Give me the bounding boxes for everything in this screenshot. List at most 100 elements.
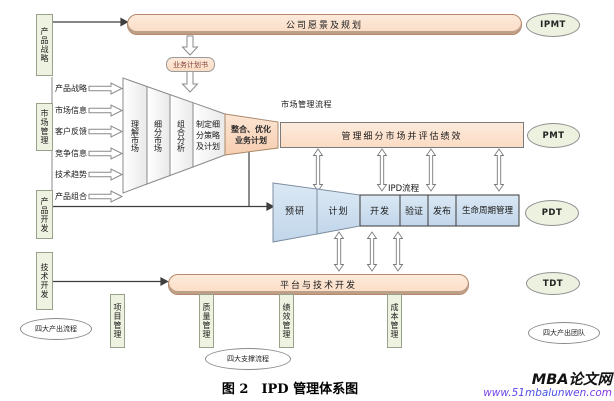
platform-tech-box: 平台与技术开发 <box>168 274 469 295</box>
double-arrow <box>493 148 505 192</box>
group-label: 四大产出流程 <box>35 325 77 333</box>
double-arrows-top <box>312 148 505 192</box>
market-funnel-stage-4: 制定细分策略及计划 <box>195 103 221 167</box>
stage-label: 预研 <box>284 206 305 217</box>
caption-text: 图 2 IPD 管理体系图 <box>221 382 359 397</box>
team-oval-pdt: PDT <box>525 200 579 226</box>
label-text: IPD流程 <box>388 184 420 194</box>
market-input: 市场信息 <box>55 106 87 116</box>
stage-label: 开发 <box>369 206 390 217</box>
team-oval-ipmt: IPMT <box>526 13 580 37</box>
input-arrow <box>88 82 124 95</box>
market-input: 产品战略 <box>55 84 87 94</box>
connector-lines <box>51 17 275 287</box>
market-funnel <box>122 77 279 194</box>
market-input: 客户反馈 <box>55 127 87 137</box>
input-arrow <box>88 190 124 203</box>
market-funnel-stage-5: 整合、优化业务计划 <box>230 114 272 155</box>
watermark-url-text[interactable]: www.51mbalunwen.com <box>483 387 612 399</box>
support-label: 项目管理 <box>113 303 122 339</box>
market-process-flow-label: 市场管理流程 <box>281 99 332 110</box>
support-label: 绩效管理 <box>282 303 291 339</box>
market-funnel-stage-2: 细分市场 <box>152 87 164 184</box>
ipd-stage-lifecycle: 生命周期管理 <box>456 203 519 217</box>
support-performance-mgmt: 绩效管理 <box>279 294 294 348</box>
stage-label: 理解市场 <box>130 119 140 152</box>
vision-box-label: 公司愿景及规划 <box>285 21 363 31</box>
stage-label: 整合、优化业务计划 <box>231 124 271 145</box>
market-input: 技术趋势 <box>55 170 87 180</box>
left-process-market-mgmt: 市场管理 <box>36 103 53 151</box>
arrowhead <box>160 276 169 287</box>
stage-label: 计划 <box>328 206 349 217</box>
ipd-stage-preresearch: 预研 <box>273 203 317 217</box>
left-process-label: 产品战略 <box>40 27 49 63</box>
market-input-label: 技术趋势 <box>55 170 87 179</box>
group-label: 四大支撑流程 <box>227 355 269 363</box>
stage-release-shape <box>427 194 457 227</box>
input-arrow <box>88 125 124 138</box>
arrowhead <box>266 201 275 212</box>
team-oval-pmt: PMT <box>527 123 580 148</box>
manage-segments-box: 管理细分市场并评估绩效 <box>280 122 524 148</box>
group-oval-product-teams: 四大产出团队 <box>528 322 600 344</box>
left-process-product-dev: 产品开发 <box>36 190 53 239</box>
stage-label: 组合分析 <box>176 119 186 152</box>
team-label: TDT <box>542 278 564 289</box>
figure-caption: 图 2 IPD 管理体系图 <box>150 378 430 397</box>
market-funnel-stage-1: 理解市场 <box>129 78 141 193</box>
ipd-stage-develop: 开发 <box>360 203 400 217</box>
stage-label: 验证 <box>404 206 423 217</box>
group-oval-support-processes: 四大支撑流程 <box>205 348 291 370</box>
left-process-product-strategy: 产品战略 <box>36 14 53 76</box>
market-input-arrows <box>88 82 124 203</box>
market-funnel-stage-3: 组合分析 <box>175 95 187 176</box>
left-process-tech-dev: 技术开发 <box>36 252 53 310</box>
double-arrow <box>392 231 404 272</box>
double-arrow <box>376 148 388 192</box>
left-process-label: 产品开发 <box>40 196 49 233</box>
support-project-mgmt: 项目管理 <box>110 294 125 348</box>
watermark-site-text: MBA论文网 <box>531 372 612 388</box>
watermark-url[interactable]: www.51mbalunwen.com <box>420 387 612 399</box>
double-arrow <box>425 148 437 192</box>
stage-lifecycle-shape <box>455 194 520 227</box>
vision-box: 公司愿景及规划 <box>127 14 522 35</box>
market-input-label: 产品战略 <box>55 84 87 93</box>
support-label: 成本管理 <box>390 303 399 339</box>
market-input: 竞争信息 <box>55 149 87 159</box>
team-label: PDT <box>541 208 563 218</box>
input-arrow <box>88 104 124 117</box>
team-label: PMT <box>542 130 565 141</box>
funnel-seg-integrate <box>224 113 279 156</box>
input-arrow <box>88 147 124 160</box>
stage-label: 发布 <box>432 206 451 217</box>
double-arrow <box>333 231 345 272</box>
watermark-site: MBA论文网 <box>420 368 612 389</box>
double-arrow <box>312 148 324 192</box>
ipd-stage-verify: 验证 <box>400 203 428 217</box>
stage-label: 细分市场 <box>153 119 163 152</box>
market-input-label: 客户反馈 <box>55 127 87 136</box>
left-process-label: 技术开发 <box>40 263 49 299</box>
market-input-label: 竞争信息 <box>55 149 87 158</box>
double-arrow <box>366 231 378 272</box>
down-arrow <box>181 70 199 93</box>
platform-tech-label: 平台与技术开发 <box>279 281 357 291</box>
ipd-stage-release: 发布 <box>428 203 456 217</box>
market-input: 产品组合 <box>55 192 87 202</box>
down-arrow <box>181 35 199 56</box>
double-arrows-bottom <box>333 231 404 272</box>
left-process-label: 市场管理 <box>40 109 49 145</box>
group-oval-output-processes: 四大产出流程 <box>20 318 92 340</box>
arrowhead <box>120 17 129 27</box>
ipd-stage-plan: 计划 <box>317 203 360 217</box>
ipd-funnel <box>272 182 520 243</box>
manage-segments-label: 管理细分市场并评估绩效 <box>341 131 463 142</box>
support-cost-mgmt: 成本管理 <box>387 294 402 348</box>
team-label: IPMT <box>540 20 566 30</box>
business-plan-badge: 业务计划书 <box>166 57 215 72</box>
market-input-label: 产品组合 <box>55 192 87 201</box>
